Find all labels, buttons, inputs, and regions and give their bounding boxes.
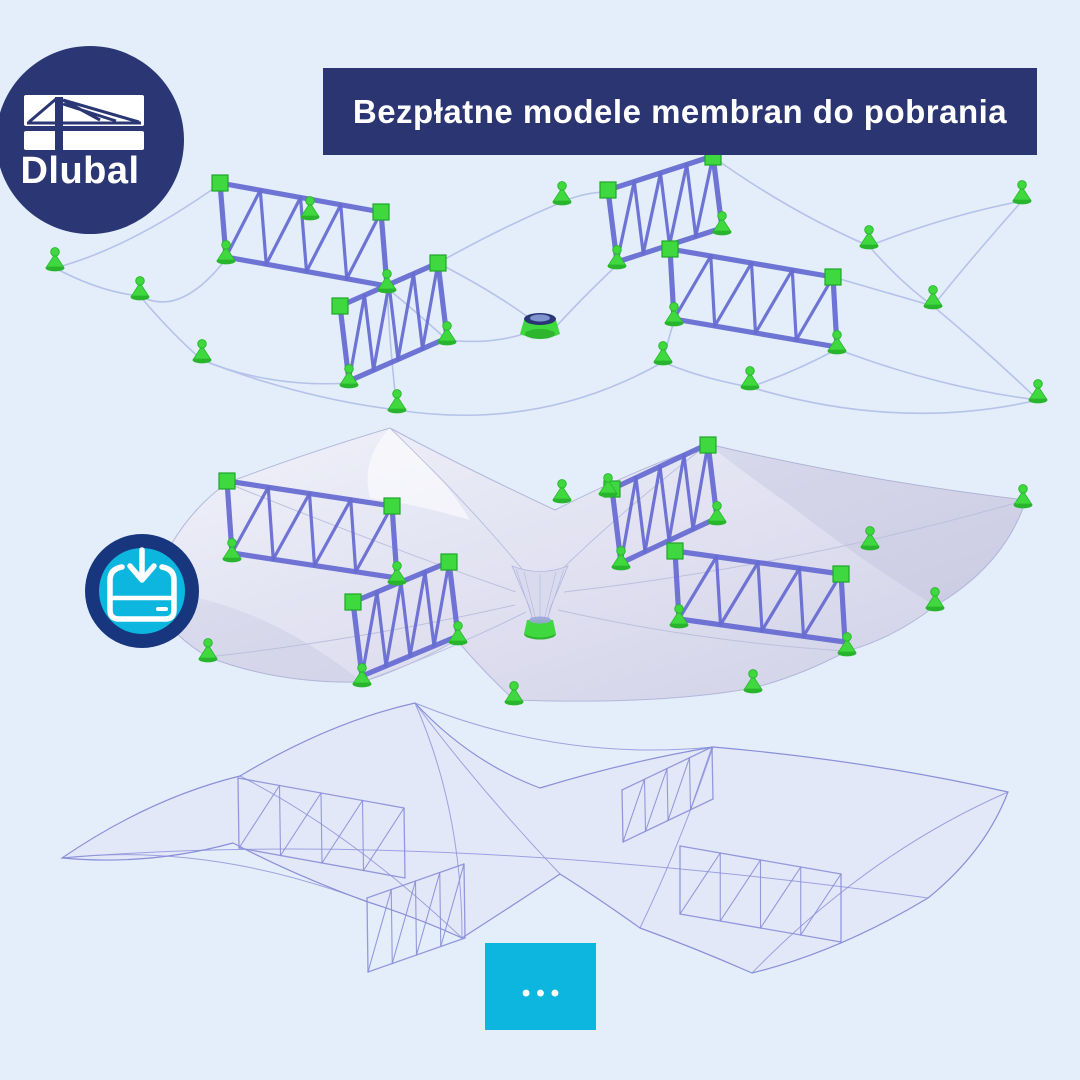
support-cone bbox=[607, 245, 627, 270]
cable-net-tier bbox=[45, 148, 1048, 417]
support-plate bbox=[440, 553, 458, 571]
support-plate bbox=[832, 565, 850, 583]
support-plate bbox=[331, 297, 349, 315]
support-cone bbox=[504, 681, 524, 706]
support-cone bbox=[1012, 180, 1032, 205]
support-cone bbox=[387, 389, 407, 414]
wireframe-tier bbox=[60, 702, 1009, 974]
support-cone bbox=[653, 341, 673, 366]
support-cone bbox=[216, 240, 236, 265]
banner-title: Bezpłatne modele membran do pobrania bbox=[352, 92, 1008, 130]
download-tray-icon bbox=[107, 547, 177, 622]
brand-name: Dlubal bbox=[20, 150, 140, 192]
support-cone bbox=[827, 330, 847, 355]
support-cone bbox=[598, 473, 618, 498]
support-cone bbox=[198, 638, 218, 663]
support-plate bbox=[699, 436, 717, 454]
support-cone bbox=[712, 211, 732, 236]
wireframe-creases bbox=[61, 702, 1009, 974]
support-cone bbox=[377, 269, 397, 294]
support-cone bbox=[837, 632, 857, 657]
support-cone bbox=[669, 604, 689, 629]
support-plate bbox=[372, 203, 390, 221]
support-plate bbox=[344, 593, 362, 611]
trusses bbox=[224, 441, 848, 679]
bridge-icon bbox=[24, 95, 144, 150]
support-plate bbox=[218, 472, 236, 490]
support-cone bbox=[352, 663, 372, 688]
support-plate bbox=[824, 268, 842, 286]
membrane-shading bbox=[708, 444, 1026, 606]
membrane-ring-anchor bbox=[520, 313, 560, 339]
support-cone bbox=[192, 339, 212, 364]
support-cone bbox=[740, 366, 760, 391]
support-plate bbox=[661, 240, 679, 258]
support-cone bbox=[1013, 484, 1033, 509]
wireframe-surface bbox=[60, 702, 1009, 974]
support-cone bbox=[222, 538, 242, 563]
membrane-shading bbox=[150, 590, 362, 683]
more-button[interactable]: ••• bbox=[485, 943, 596, 1030]
support-cone bbox=[448, 621, 468, 646]
dlubal-logo-badge: Dlubal bbox=[0, 46, 184, 234]
support-cone bbox=[925, 587, 945, 612]
support-cone bbox=[339, 364, 359, 389]
support-cone bbox=[1028, 379, 1048, 404]
support-cone bbox=[743, 669, 763, 694]
support-cone bbox=[552, 479, 572, 504]
supports bbox=[45, 148, 1048, 414]
download-badge[interactable] bbox=[85, 534, 199, 648]
promo-banner: Bezpłatne modele membran do pobrania bbox=[323, 68, 1037, 155]
support-plate bbox=[599, 181, 617, 199]
membrane-creases bbox=[207, 427, 1027, 683]
support-cone bbox=[859, 225, 879, 250]
support-cone bbox=[923, 285, 943, 310]
support-cone bbox=[552, 181, 572, 206]
cables bbox=[54, 156, 1039, 417]
membrane-tier bbox=[149, 427, 1033, 706]
support-cone bbox=[664, 302, 684, 327]
support-cone bbox=[300, 196, 320, 221]
support-cone bbox=[611, 546, 631, 571]
support-cone bbox=[387, 561, 407, 586]
support-plate bbox=[666, 542, 684, 560]
support-cone bbox=[45, 247, 65, 272]
support-cone bbox=[707, 501, 727, 526]
support-plate bbox=[211, 174, 229, 192]
membrane-funnel bbox=[511, 565, 569, 640]
wireframe-trusses bbox=[237, 746, 842, 973]
supports bbox=[198, 436, 1033, 706]
trusses bbox=[217, 153, 840, 384]
support-plate bbox=[383, 497, 401, 515]
membrane-highlight bbox=[367, 428, 470, 520]
more-button-label: ••• bbox=[521, 979, 566, 1007]
support-cone bbox=[437, 321, 457, 346]
support-plate bbox=[429, 254, 447, 272]
support-cone bbox=[130, 276, 150, 301]
support-cone bbox=[860, 526, 880, 551]
